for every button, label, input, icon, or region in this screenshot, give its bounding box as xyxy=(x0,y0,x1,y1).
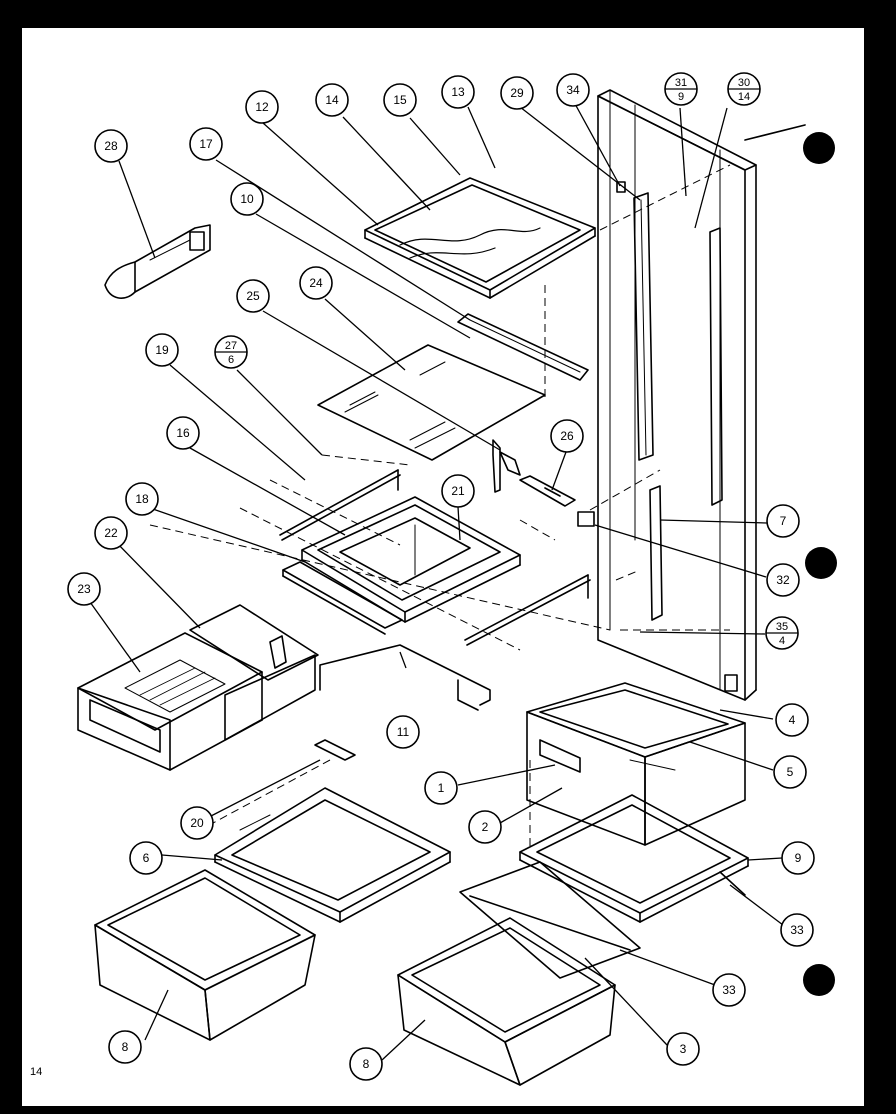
right-slide-rail xyxy=(464,574,591,646)
callout-17: 17 xyxy=(199,137,213,151)
top-shelf-assembly xyxy=(364,177,596,299)
callout-16: 16 xyxy=(176,426,190,440)
punch-hole-middle xyxy=(805,547,837,579)
callout-5: 5 xyxy=(787,765,794,779)
callout-8-right: 8 xyxy=(363,1057,370,1071)
callout-33-upper: 33 xyxy=(790,923,804,937)
callout-7: 7 xyxy=(780,514,787,528)
callout-15: 15 xyxy=(393,93,407,107)
callout-29: 29 xyxy=(510,86,524,100)
callout-32: 32 xyxy=(776,573,790,587)
crisper-drawer-divider xyxy=(189,604,319,741)
callout-10: 10 xyxy=(240,192,254,206)
callout-4: 4 xyxy=(789,713,796,727)
crisper-front-trim xyxy=(282,561,403,635)
punch-hole-top xyxy=(803,132,835,164)
callout-3: 3 xyxy=(680,1042,687,1056)
callout-26: 26 xyxy=(560,429,574,443)
meat-shelf-frame xyxy=(519,794,749,923)
callout-18: 18 xyxy=(135,492,149,506)
callout-19: 19 xyxy=(155,343,169,357)
callout-28: 28 xyxy=(104,139,118,153)
callout-20: 20 xyxy=(190,816,204,830)
hinge-bracket xyxy=(577,511,595,527)
callout-13: 13 xyxy=(451,85,465,99)
fraction-27-top: 27 xyxy=(225,340,237,352)
fraction-dividers xyxy=(215,88,798,634)
punch-hole-bottom xyxy=(803,964,835,996)
dairy-door-cover xyxy=(104,224,211,299)
fraction-labels: 27 6 31 9 30 14 35 4 xyxy=(225,77,788,647)
storage-pan-right xyxy=(397,917,616,1086)
callout-1: 1 xyxy=(438,781,445,795)
callout-25: 25 xyxy=(246,289,260,303)
page-number: 14 xyxy=(30,1066,42,1078)
callout-6: 6 xyxy=(143,851,150,865)
fraction-31-bottom: 9 xyxy=(678,91,684,103)
bracket xyxy=(616,181,626,193)
callout-33-lower: 33 xyxy=(722,983,736,997)
fraction-30-bottom: 14 xyxy=(738,91,750,103)
meat-drawer-box xyxy=(526,682,746,846)
callout-labels: 28 17 12 14 15 13 10 25 24 19 16 18 21 2… xyxy=(77,83,804,1071)
callout-34: 34 xyxy=(566,83,580,97)
callout-9: 9 xyxy=(795,851,802,865)
shelf-ladder-rail xyxy=(633,192,654,461)
callout-23: 23 xyxy=(77,582,91,596)
callout-22: 22 xyxy=(104,526,118,540)
cabinet-liner-panel xyxy=(597,89,806,701)
corner-bracket xyxy=(724,674,738,692)
fraction-35-bottom: 4 xyxy=(779,635,785,647)
deli-shelf-frame xyxy=(214,787,451,923)
short-support-rail xyxy=(649,485,663,621)
clip xyxy=(314,739,356,761)
pan-slide-hanger xyxy=(519,475,576,507)
callout-24: 24 xyxy=(309,276,323,290)
leader-lines xyxy=(89,101,784,1061)
fraction-30-top: 30 xyxy=(738,77,750,89)
right-shelf-rail xyxy=(709,227,723,506)
callout-14: 14 xyxy=(325,93,339,107)
callout-21: 21 xyxy=(451,484,465,498)
slide-rail-lower xyxy=(459,861,641,979)
shelf-hook-bracket xyxy=(492,439,521,493)
storage-pan-left xyxy=(94,869,316,1041)
callout-2: 2 xyxy=(482,820,489,834)
callout-12: 12 xyxy=(255,100,269,114)
fraction-27-bottom: 6 xyxy=(228,354,234,366)
callout-11: 11 xyxy=(397,725,410,739)
divider-wire xyxy=(319,644,491,711)
left-slide-rail xyxy=(279,469,401,541)
paper xyxy=(22,28,864,1106)
fraction-35-top: 35 xyxy=(776,621,788,633)
callout-8-left: 8 xyxy=(122,1040,129,1054)
fraction-31-top: 31 xyxy=(675,77,687,89)
